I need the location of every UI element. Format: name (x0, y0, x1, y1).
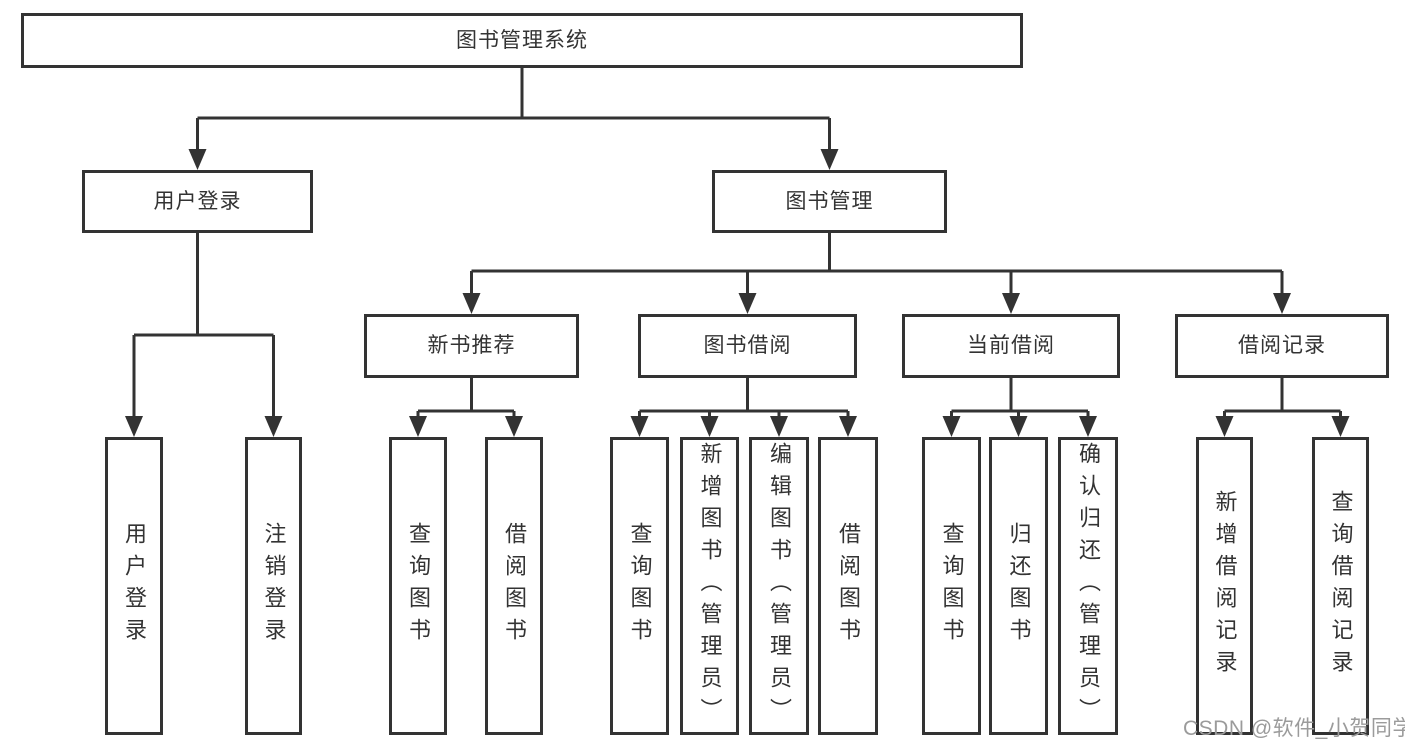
edge-from-root (196, 68, 831, 153)
watermark: CSDN @软件_小贺同学 (1183, 717, 1405, 740)
arrowhead (820, 149, 839, 170)
node-leaf-query-1: 查询图书 (389, 437, 447, 735)
node-leaf-add-record: 新增借阅记录 (1196, 437, 1253, 735)
arrowhead (505, 416, 523, 437)
node-new-book-rec: 新书推荐 (364, 314, 579, 378)
arrowhead (1009, 416, 1028, 437)
node-current-borrow: 当前借阅 (902, 314, 1120, 378)
arrowhead (839, 416, 857, 437)
node-leaf-return-book: 归还图书 (989, 437, 1048, 735)
edge-from-new-book-rec (416, 378, 516, 420)
node-root: 图书管理系统 (21, 13, 1023, 68)
node-leaf-edit-book: 编辑图书（管理员） (749, 437, 809, 735)
arrowhead (770, 416, 788, 437)
node-borrow-records: 借阅记录 (1175, 314, 1389, 378)
node-leaf-user-login: 用户登录 (105, 437, 163, 735)
node-leaf-query-2: 查询图书 (610, 437, 669, 735)
arrowhead (1331, 416, 1350, 437)
arrowhead (1002, 293, 1020, 314)
arrowhead (942, 416, 961, 437)
edge-from-user-login (132, 233, 275, 420)
node-leaf-logout: 注销登录 (245, 437, 302, 735)
arrowhead (1079, 416, 1097, 437)
node-leaf-query-3: 查询图书 (922, 437, 981, 735)
arrowhead (700, 416, 719, 437)
node-leaf-confirm-ret: 确认归还（管理员） (1058, 437, 1118, 735)
edge-from-current-borrow (950, 378, 1090, 420)
node-leaf-add-book: 新增图书（管理员） (680, 437, 739, 735)
node-leaf-query-record: 查询借阅记录 (1312, 437, 1369, 735)
edge-from-book-mgmt (470, 233, 1284, 297)
arrowhead (188, 149, 207, 170)
edge-from-borrow-records (1223, 378, 1342, 420)
arrowhead (125, 416, 143, 437)
arrowhead (738, 293, 757, 314)
node-user-login: 用户登录 (82, 170, 313, 233)
node-book-mgmt: 图书管理 (712, 170, 947, 233)
arrowhead (409, 416, 427, 437)
arrowhead (1215, 416, 1234, 437)
node-leaf-borrow-1: 借阅图书 (485, 437, 543, 735)
node-book-borrow: 图书借阅 (638, 314, 857, 378)
arrowhead (264, 416, 283, 437)
arrowhead (630, 416, 649, 437)
arrowhead (1273, 293, 1291, 314)
edge-from-book-borrow (638, 378, 850, 420)
arrowhead (462, 293, 481, 314)
node-leaf-borrow-2: 借阅图书 (818, 437, 878, 735)
